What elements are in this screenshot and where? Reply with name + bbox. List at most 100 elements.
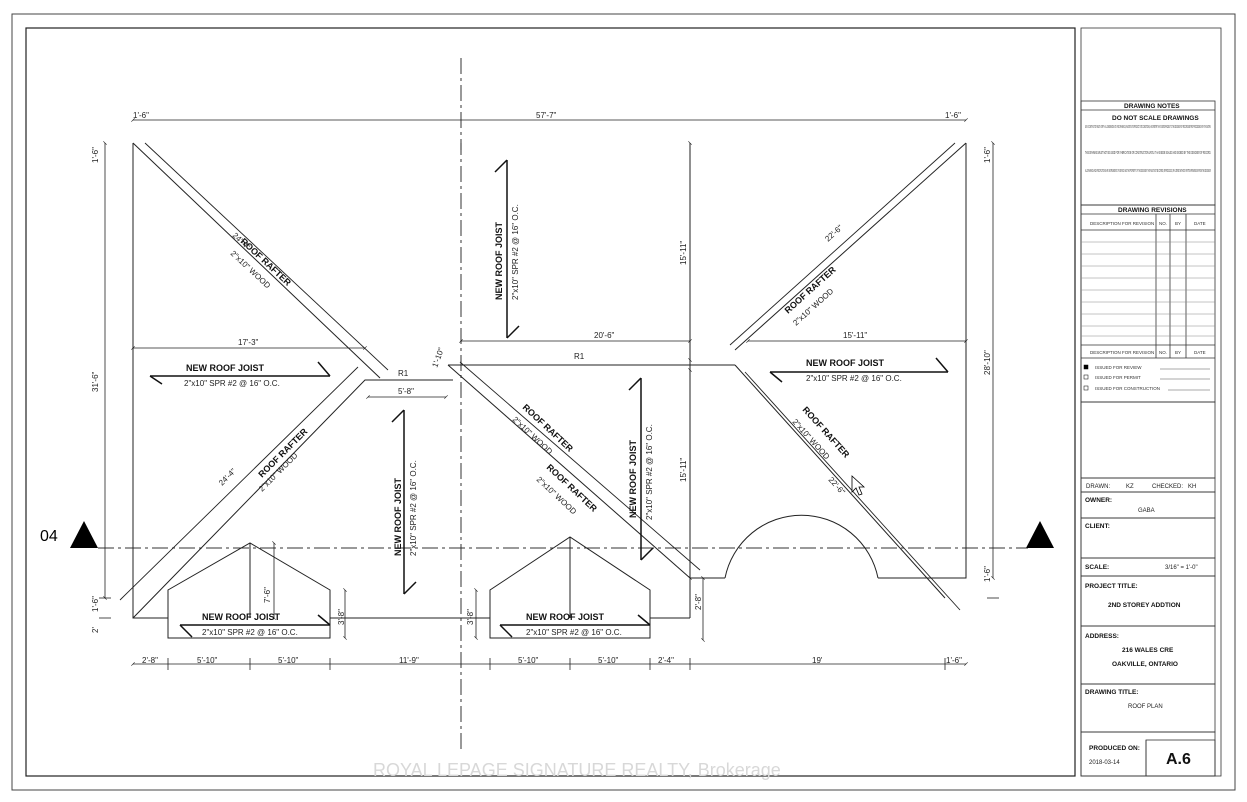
ridge-label-right: R1: [574, 352, 585, 361]
rev-col-by-2: BY: [1175, 350, 1181, 355]
scale-value: 3/16" = 1'-0": [1165, 565, 1198, 571]
notes-heading: DRAWING NOTES: [1124, 103, 1180, 110]
joist-title-dormer-right: NEW ROOF JOIST: [526, 612, 605, 622]
sheet-number: A.6: [1166, 751, 1191, 768]
rev-col-date-2: DATE: [1194, 350, 1206, 355]
issue-construction-label: ISSUED FOR CONSTRUCTION: [1095, 386, 1160, 391]
section-marker-right-icon: [1026, 521, 1054, 548]
drawing-frame: [25, 27, 1076, 777]
issue-construction-checkbox: [1083, 385, 1089, 391]
drawn-value: KZ: [1126, 484, 1134, 490]
title-block: [1080, 27, 1222, 777]
rev-col-desc-2: DESCRIPTION FOR REVISION: [1090, 350, 1154, 355]
dim-overall: 57'-7": [536, 111, 557, 120]
note-3: ALL DRAWINGS AND SPECIFICATIONS ARE INST…: [1085, 168, 1211, 173]
bottom-dim: 2'-4": [658, 656, 674, 665]
issue-permit-checkbox: [1083, 374, 1089, 380]
address-label: ADDRESS:: [1085, 633, 1119, 640]
joist-title-dormer-left: NEW ROOF JOIST: [202, 612, 281, 622]
bottom-dim: 2'-8": [142, 656, 158, 665]
client-label: CLIENT:: [1085, 523, 1110, 530]
issue-permit-label: ISSUED FOR PERMIT: [1095, 375, 1141, 380]
dim-right-height: 28'-10": [983, 350, 992, 375]
rev-col-date: DATE: [1194, 221, 1206, 226]
dim-22-6-upper: 22'-6": [823, 223, 844, 243]
joist-title-right: NEW ROOF JOIST: [806, 358, 885, 368]
drawing-title-label: DRAWING TITLE:: [1085, 689, 1138, 696]
bottom-dim: 11'-9": [399, 656, 419, 665]
dim-top-right: 1'-6": [945, 111, 961, 120]
watermark: ROYAL LEPAGE SIGNATURE REALTY, Brokerage: [373, 760, 781, 780]
dim-17-3: 17'-3": [238, 338, 259, 347]
bottom-dim: 5'-10": [518, 656, 539, 665]
bottom-dim: 1'-6": [946, 656, 962, 665]
joist-spec-right-center: 2"x10" SPR #2 @ 16" O.C.: [645, 424, 654, 520]
produced-label: PRODUCED ON:: [1089, 745, 1140, 752]
dim-left-bottom2: 2': [91, 627, 100, 633]
produced-value: 2018-03-14: [1089, 760, 1120, 766]
joist-title-left: NEW ROOF JOIST: [186, 363, 265, 373]
dimension-ticks: [99, 597, 999, 670]
dim-right-top: 1'-6": [983, 147, 992, 163]
owner-label: OWNER:: [1085, 497, 1112, 504]
address-line-2: OAKVILLE, ONTARIO: [1112, 661, 1178, 668]
rev-col-by: BY: [1175, 221, 1181, 226]
center-lines: [98, 58, 1028, 752]
dim-left-top: 1'-6": [91, 147, 100, 163]
revisions-heading: DRAWING REVISIONS: [1118, 207, 1187, 214]
dim-left-bottom: 1'-6": [91, 596, 100, 612]
joist-spec-left: 2"x10" SPR #2 @ 16" O.C.: [184, 379, 280, 388]
dim-22-6-lower: 22'-6": [827, 475, 847, 496]
joist-spec-top-center: 2"x10" SPR #2 @ 16" O.C.: [511, 204, 520, 300]
scale-label: SCALE:: [1085, 564, 1109, 571]
issue-review-label: ISSUED FOR REVIEW: [1095, 365, 1142, 370]
mouse-cursor-icon: [851, 475, 866, 496]
project-value: 2ND STOREY ADDTION: [1108, 602, 1181, 609]
dim-7-6: 7'-6": [263, 587, 272, 603]
roof-outline: [132, 142, 967, 639]
project-label: PROJECT TITLE:: [1085, 583, 1138, 590]
note-3-text: ALL DRAWINGS AND SPECIFICATIONS ARE INST…: [1085, 168, 1211, 173]
drawn-label: DRAWN:: [1086, 484, 1110, 490]
checked-value: KH: [1188, 484, 1196, 490]
note-1-text: EACH CONTRACTOR MUST VERIFY ALL DIMENSIO…: [1085, 124, 1211, 129]
dim-15-11-vertical-upper: 15'-11": [679, 241, 688, 265]
joist-arrows: [149, 159, 949, 638]
note-1: EACH CONTRACTOR MUST VERIFY ALL DIMENSIO…: [1085, 124, 1211, 129]
section-marker-left-icon: [70, 521, 98, 548]
joist-title-top-center: NEW ROOF JOIST: [494, 221, 504, 300]
dimension-lines: [103, 118, 995, 666]
bottom-dim: 19': [812, 656, 823, 665]
note-2: THIS DRAWING MUST NOT BE USED FOR FABRIC…: [1085, 150, 1211, 155]
dim-2-8-vertical: 2'-8": [694, 594, 703, 610]
revision-row-lines: [1081, 241, 1215, 337]
rafter-bands: [119, 142, 961, 611]
bottom-dim: 5'-10": [598, 656, 619, 665]
issue-review-checkbox: [1083, 364, 1089, 370]
joist-spec-dormer-right: 2"x10" SPR #2 @ 16" O.C.: [526, 628, 622, 637]
address-line-1: 216 WALES CRE: [1122, 647, 1174, 654]
joist-spec-right: 2"x10" SPR #2 @ 16" O.C.: [806, 374, 902, 383]
bottom-dim: 5'-10": [278, 656, 299, 665]
dim-24-4-lower: 24'-4": [217, 467, 238, 488]
dim-top-left: 1'-6": [133, 111, 149, 120]
section-label: 04: [40, 528, 58, 545]
joist-title-center: NEW ROOF JOIST: [393, 477, 403, 556]
rev-col-no: NO.: [1159, 221, 1167, 226]
ridge-label-left: R1: [398, 369, 409, 378]
checked-label: CHECKED:: [1152, 484, 1183, 490]
dim-3-8-right: 3'-8": [466, 609, 475, 625]
dim-left-height: 31'-6": [91, 371, 100, 392]
dim-1-10: 1'-10": [430, 346, 445, 368]
bottom-dim: 5'-10": [197, 656, 218, 665]
note-2-text: THIS DRAWING MUST NOT BE USED FOR FABRIC…: [1085, 150, 1211, 155]
joist-title-right-center: NEW ROOF JOIST: [628, 439, 638, 518]
joist-spec-center: 2"x10" SPR #2 @ 16" O.C.: [409, 460, 418, 556]
dim-3-8-left: 3'-8": [337, 609, 346, 625]
notes-subheading: DO NOT SCALE DRAWINGS: [1112, 115, 1199, 122]
dim-15-11-vertical-lower: 15'-11": [679, 458, 688, 482]
rev-col-no-2: NO.: [1159, 350, 1167, 355]
dim-20-6: 20'-6": [594, 331, 615, 340]
sheet-outer-border: [11, 13, 1236, 791]
